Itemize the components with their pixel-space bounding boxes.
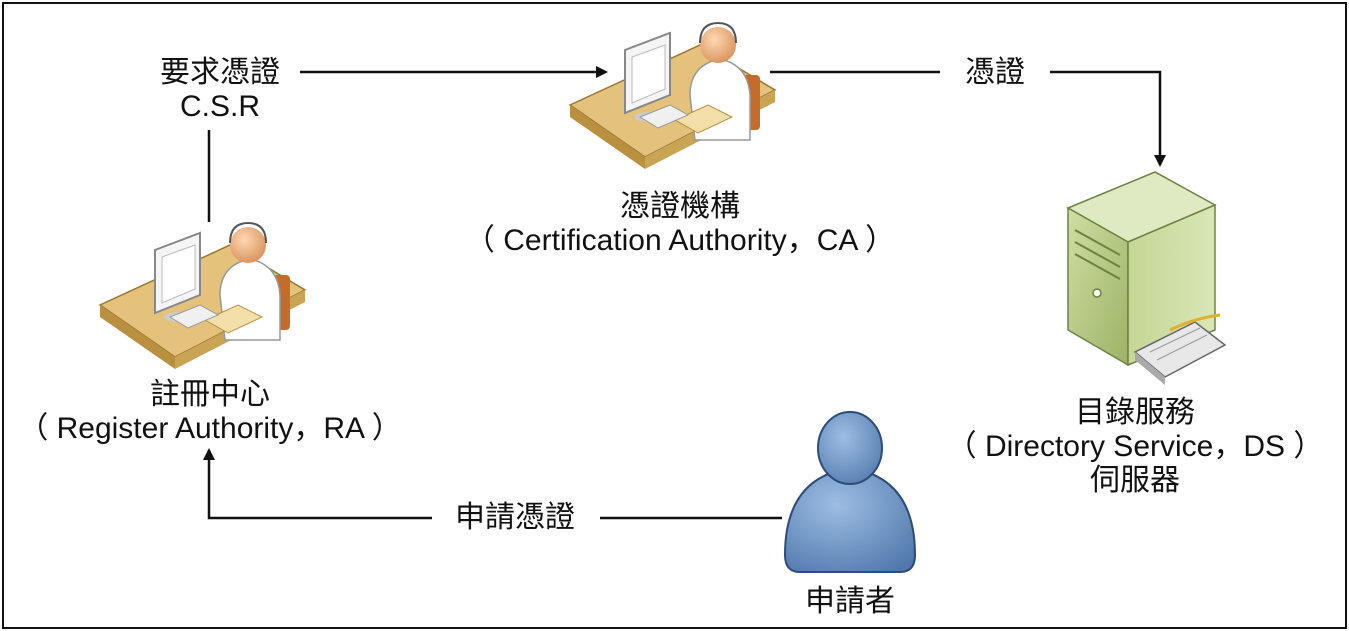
person-icon	[783, 411, 917, 573]
apply-label: 申請憑證	[455, 501, 575, 534]
ds-label: 目錄服務 （ Directory Service，DS ） 伺服器	[935, 396, 1335, 498]
applicant-label: 申請者	[805, 585, 895, 618]
ca-label: 憑證機構 （ Certification Authority，CA ）	[440, 190, 920, 258]
ra-label: 註冊中心 （ Register Authority，RA ）	[10, 378, 410, 446]
certificate-arrow	[1050, 70, 1166, 167]
operator-desk-icon	[99, 222, 306, 370]
ds-subtitle: （ Directory Service，DS ）	[946, 430, 1324, 463]
ds-subtitle2: 伺服器	[1090, 464, 1180, 497]
ds-title: 目錄服務	[1075, 396, 1195, 429]
csr-label-line1: 要求憑證	[160, 56, 280, 89]
ra-title: 註冊中心	[150, 378, 270, 411]
certificate-label: 憑證	[965, 56, 1025, 89]
ca-title: 憑證機構	[620, 190, 740, 223]
server-icon	[1066, 171, 1227, 385]
ra-subtitle: （ Register Authority，RA ）	[18, 412, 402, 445]
operator-desk-icon	[569, 22, 776, 170]
csr-label: 要求憑證 C.S.R	[140, 56, 300, 124]
apply-arrow	[203, 448, 432, 520]
ca-subtitle: （ Certification Authority，CA ）	[464, 224, 896, 257]
csr-label-line2: C.S.R	[179, 90, 260, 123]
